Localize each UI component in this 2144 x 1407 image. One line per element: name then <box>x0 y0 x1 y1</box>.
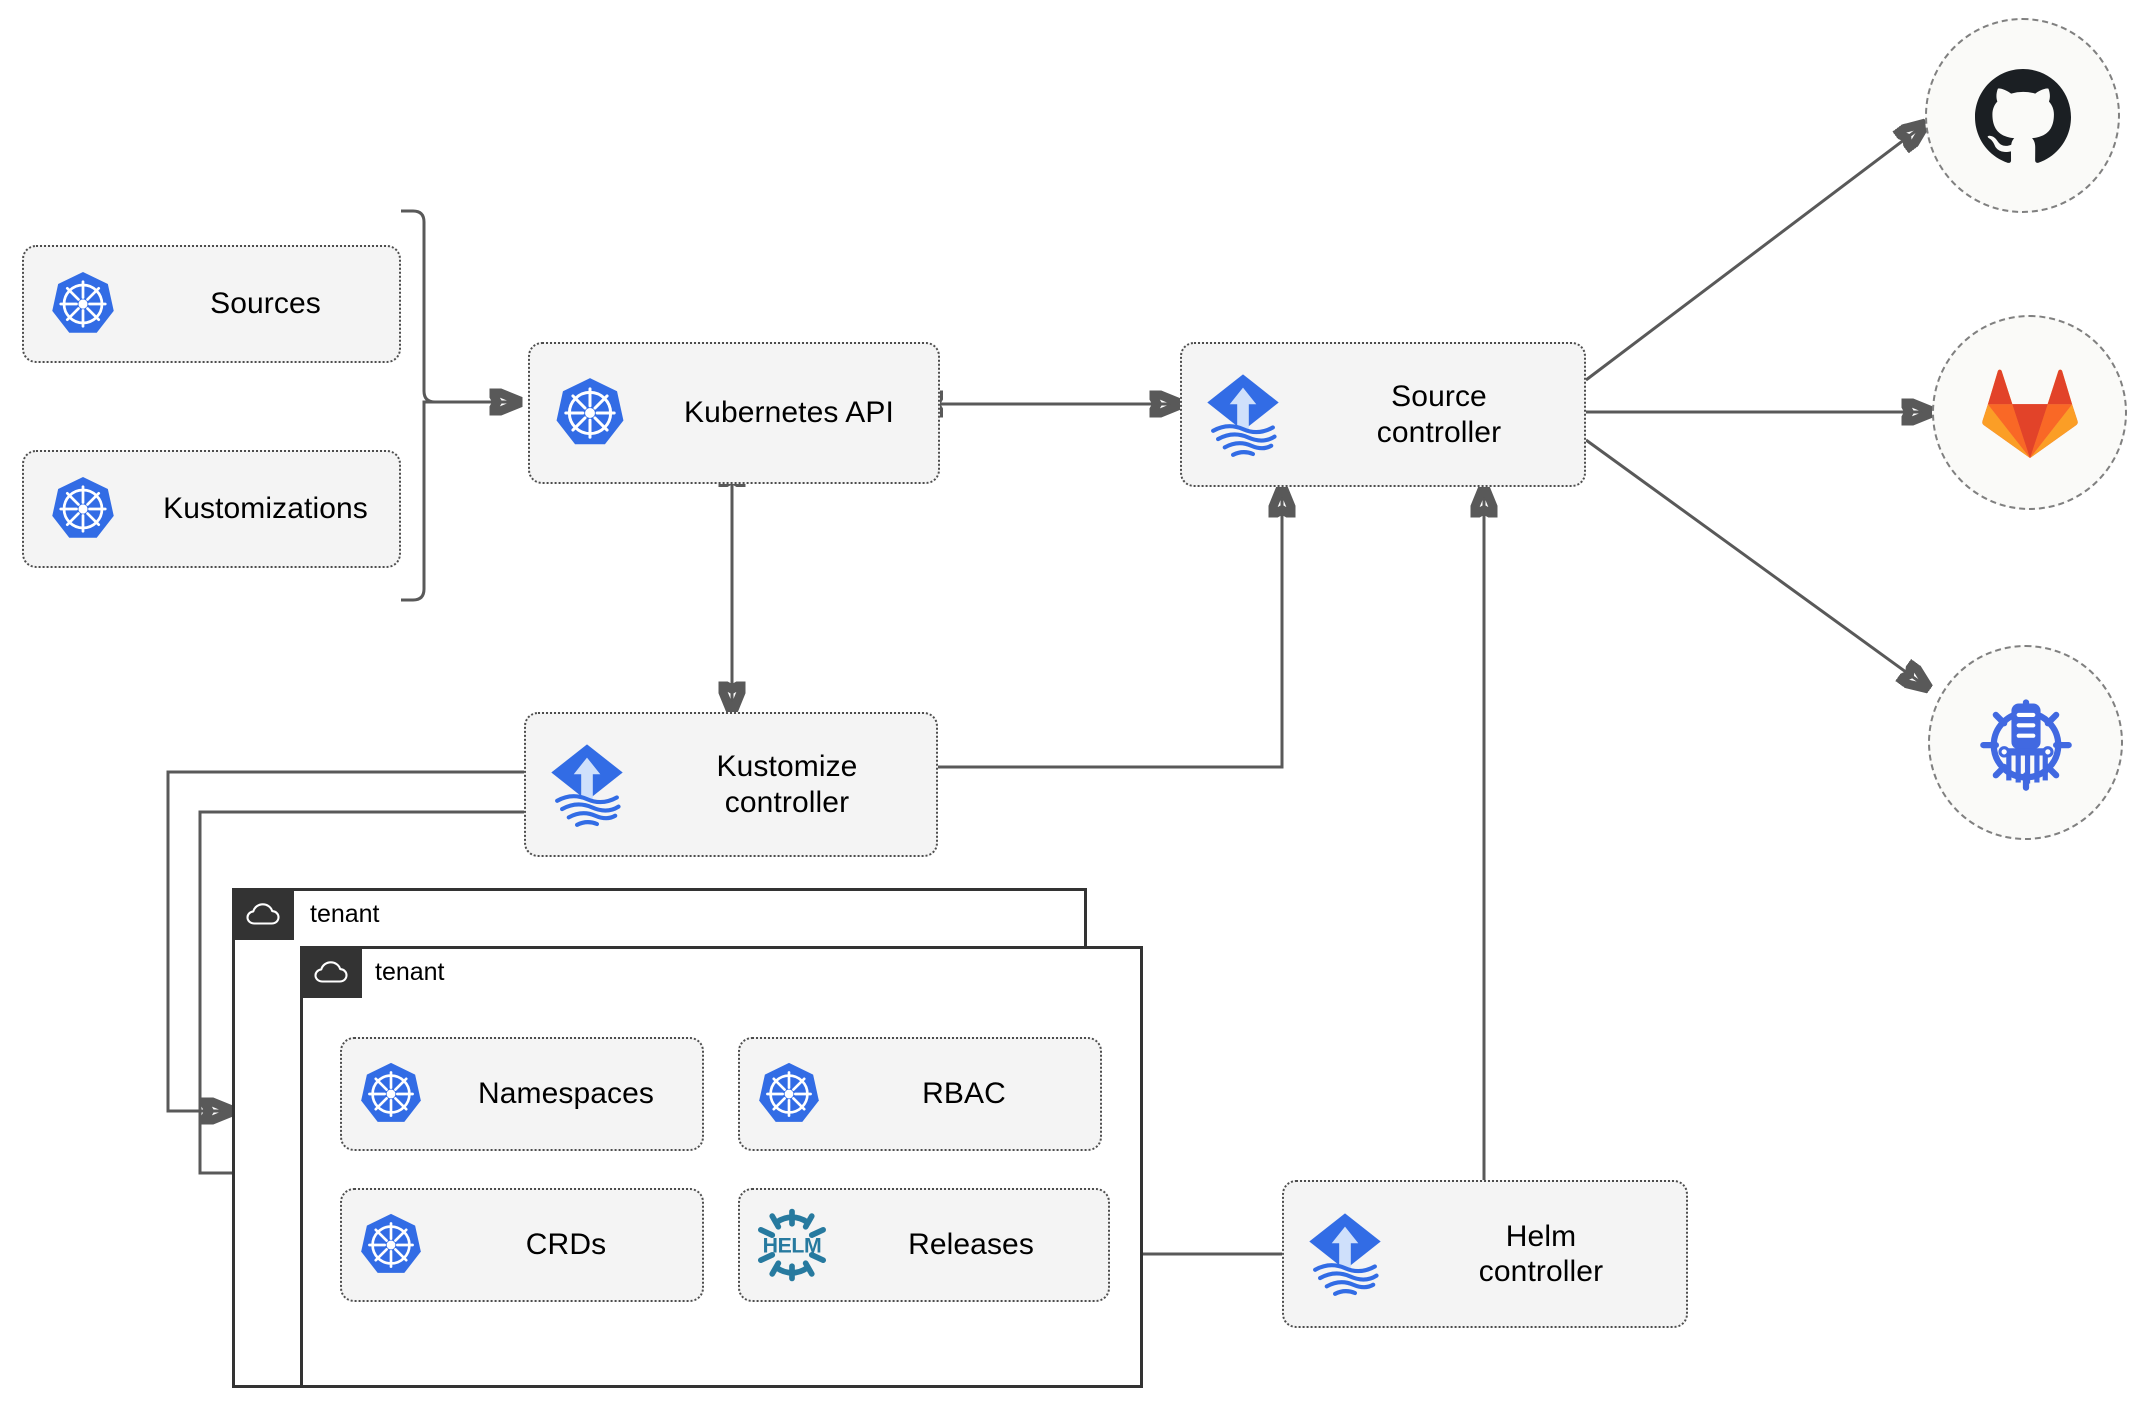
node-label: Releases <box>908 1228 1034 1262</box>
tenant-tab-inner <box>300 946 362 998</box>
node-label-line2: controller <box>1376 415 1502 449</box>
node-label: CRDs <box>525 1228 607 1262</box>
node-namespaces[interactable]: Namespaces <box>340 1037 704 1151</box>
node-label: Helm controller <box>1406 1219 1686 1290</box>
cloud-icon <box>246 903 280 925</box>
gitlab-icon <box>1981 369 2078 458</box>
node-label: Namespaces <box>477 1077 655 1111</box>
node-label-line1: Helm <box>1505 1219 1577 1253</box>
node-label: Kustomizations <box>163 492 368 526</box>
node-label: Sources <box>210 287 321 321</box>
tenant-tab-outer <box>232 888 294 940</box>
node-label-line2: controller <box>724 785 850 819</box>
node-label: Kubernetes API <box>684 396 894 430</box>
endpoint-harbor[interactable] <box>1928 645 2123 840</box>
node-kustomize-controller[interactable]: Kustomize controller <box>524 712 938 857</box>
endpoint-gitlab[interactable] <box>1932 315 2127 510</box>
node-label: RBAC <box>922 1077 1006 1111</box>
svg-text:HELM: HELM <box>763 1234 822 1258</box>
flux-icon <box>1182 371 1304 459</box>
edge-kustomize-to-source <box>938 487 1282 769</box>
node-label-line2: controller <box>1478 1255 1604 1288</box>
cloud-icon <box>314 961 348 983</box>
node-label: Kustomize controller <box>648 749 936 820</box>
kubernetes-icon <box>342 1061 440 1127</box>
node-helm-controller[interactable]: Helm controller <box>1282 1180 1688 1328</box>
flux-icon <box>526 741 648 829</box>
harbor-icon <box>1979 698 2072 791</box>
node-source-controller[interactable]: Source controller <box>1180 342 1586 487</box>
node-label-line1: Source <box>1391 380 1487 414</box>
kubernetes-icon <box>740 1061 838 1127</box>
github-icon <box>1974 68 2071 163</box>
node-kubernetes-api[interactable]: Kubernetes API <box>528 342 940 484</box>
kubernetes-icon <box>24 475 142 543</box>
kubernetes-icon <box>24 270 142 338</box>
endpoint-github[interactable] <box>1925 18 2120 213</box>
edge-source-to-harbor <box>1585 438 1928 688</box>
node-crds[interactable]: CRDs <box>340 1188 704 1302</box>
node-sources[interactable]: Sources <box>22 245 401 363</box>
node-kustomizations[interactable]: Kustomizations <box>22 450 401 568</box>
flux-icon <box>1284 1210 1406 1298</box>
node-releases[interactable]: HELM Releases <box>738 1188 1110 1302</box>
kubernetes-icon <box>342 1212 440 1278</box>
node-rbac[interactable]: RBAC <box>738 1037 1102 1151</box>
edge-bracket-resources <box>401 209 436 602</box>
edge-source-to-github <box>1585 124 1925 382</box>
tenant-label-outer: tenant <box>310 900 380 928</box>
kubernetes-icon <box>530 376 650 450</box>
node-label-line1: Kustomize <box>716 750 858 784</box>
helm-icon: HELM <box>740 1207 844 1283</box>
tenant-container-inner <box>300 946 1143 1388</box>
node-label: Source controller <box>1304 379 1584 450</box>
tenant-label-inner: tenant <box>375 958 445 986</box>
